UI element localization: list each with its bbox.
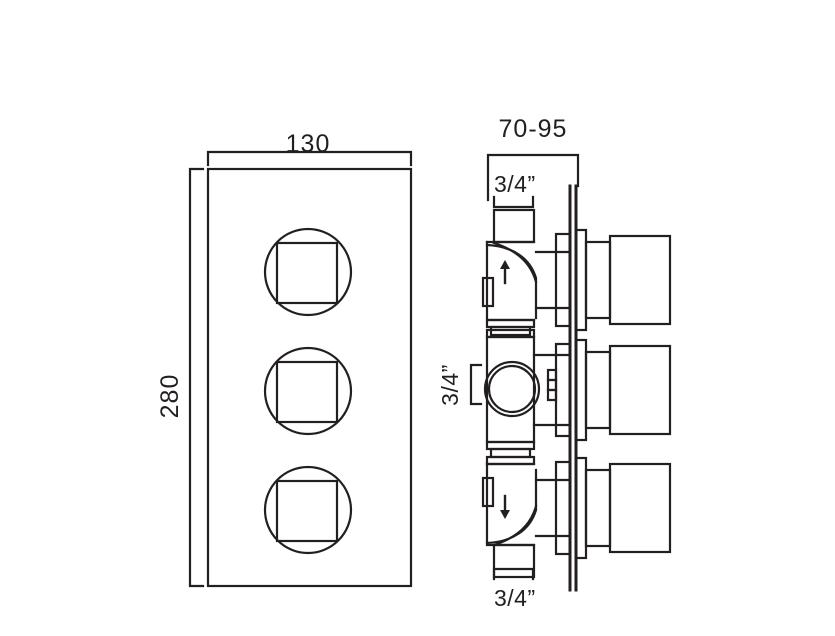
label-faceplate-width: 130	[286, 130, 331, 158]
valve-middle-cartridge-ring-3	[546, 388, 558, 402]
width-dimension-bracket	[206, 150, 413, 167]
valve-top-assembly	[481, 208, 672, 337]
label-faceplate-height: 280	[156, 374, 184, 419]
front-elevation-view	[188, 150, 413, 588]
label-inlet-bottom: 3/4”	[494, 585, 536, 611]
handle-top	[263, 227, 353, 317]
handle-middle-circle	[263, 346, 353, 436]
valve-middle-port-inner	[487, 364, 537, 414]
valve-top-shoulder-curve-inner	[492, 241, 538, 284]
valve-middle-top-plate	[485, 328, 536, 339]
flow-arrow-down-icon	[500, 494, 510, 519]
label-wall-depth-range: 70-95	[499, 115, 568, 143]
handle-bottom-square	[275, 479, 339, 543]
valve-middle-handle	[608, 344, 672, 436]
valve-bottom-top-plate	[485, 455, 536, 466]
inlet-top-bracket	[492, 195, 535, 209]
valve-bottom-assembly	[481, 455, 672, 579]
inlet-middle-bracket	[469, 363, 483, 406]
flow-arrow-up-icon	[500, 260, 510, 285]
handle-top-square	[275, 241, 339, 305]
handle-top-circle	[263, 227, 353, 317]
handle-middle	[263, 346, 353, 436]
valve-bottom-side-lug	[481, 476, 495, 508]
side-section-view	[469, 153, 672, 592]
dimension-labels: 130 280 70-95 3/4” 3/4” 3/4”	[156, 115, 568, 611]
valve-top-handle	[608, 234, 672, 326]
valve-bottom-handle	[608, 462, 672, 554]
handle-bottom-circle	[263, 465, 353, 555]
faceplate-outline	[206, 167, 413, 588]
valve-bottom-inlet-stub	[492, 543, 536, 579]
handle-bottom	[263, 465, 353, 555]
handle-middle-square	[275, 360, 339, 424]
valve-bottom-wall-flange	[554, 460, 572, 556]
depth-dimension-bracket	[486, 153, 580, 202]
valve-top-side-lug	[481, 276, 495, 308]
valve-middle-port-outer	[483, 360, 541, 418]
valve-top-wall-flange	[554, 232, 572, 328]
valve-middle-assembly	[483, 328, 672, 459]
valve-bottom-shoulder-curve-inner	[492, 504, 538, 547]
height-dimension-bracket	[188, 167, 205, 588]
label-inlet-top: 3/4”	[494, 171, 536, 197]
label-inlet-middle: 3/4”	[437, 364, 463, 406]
